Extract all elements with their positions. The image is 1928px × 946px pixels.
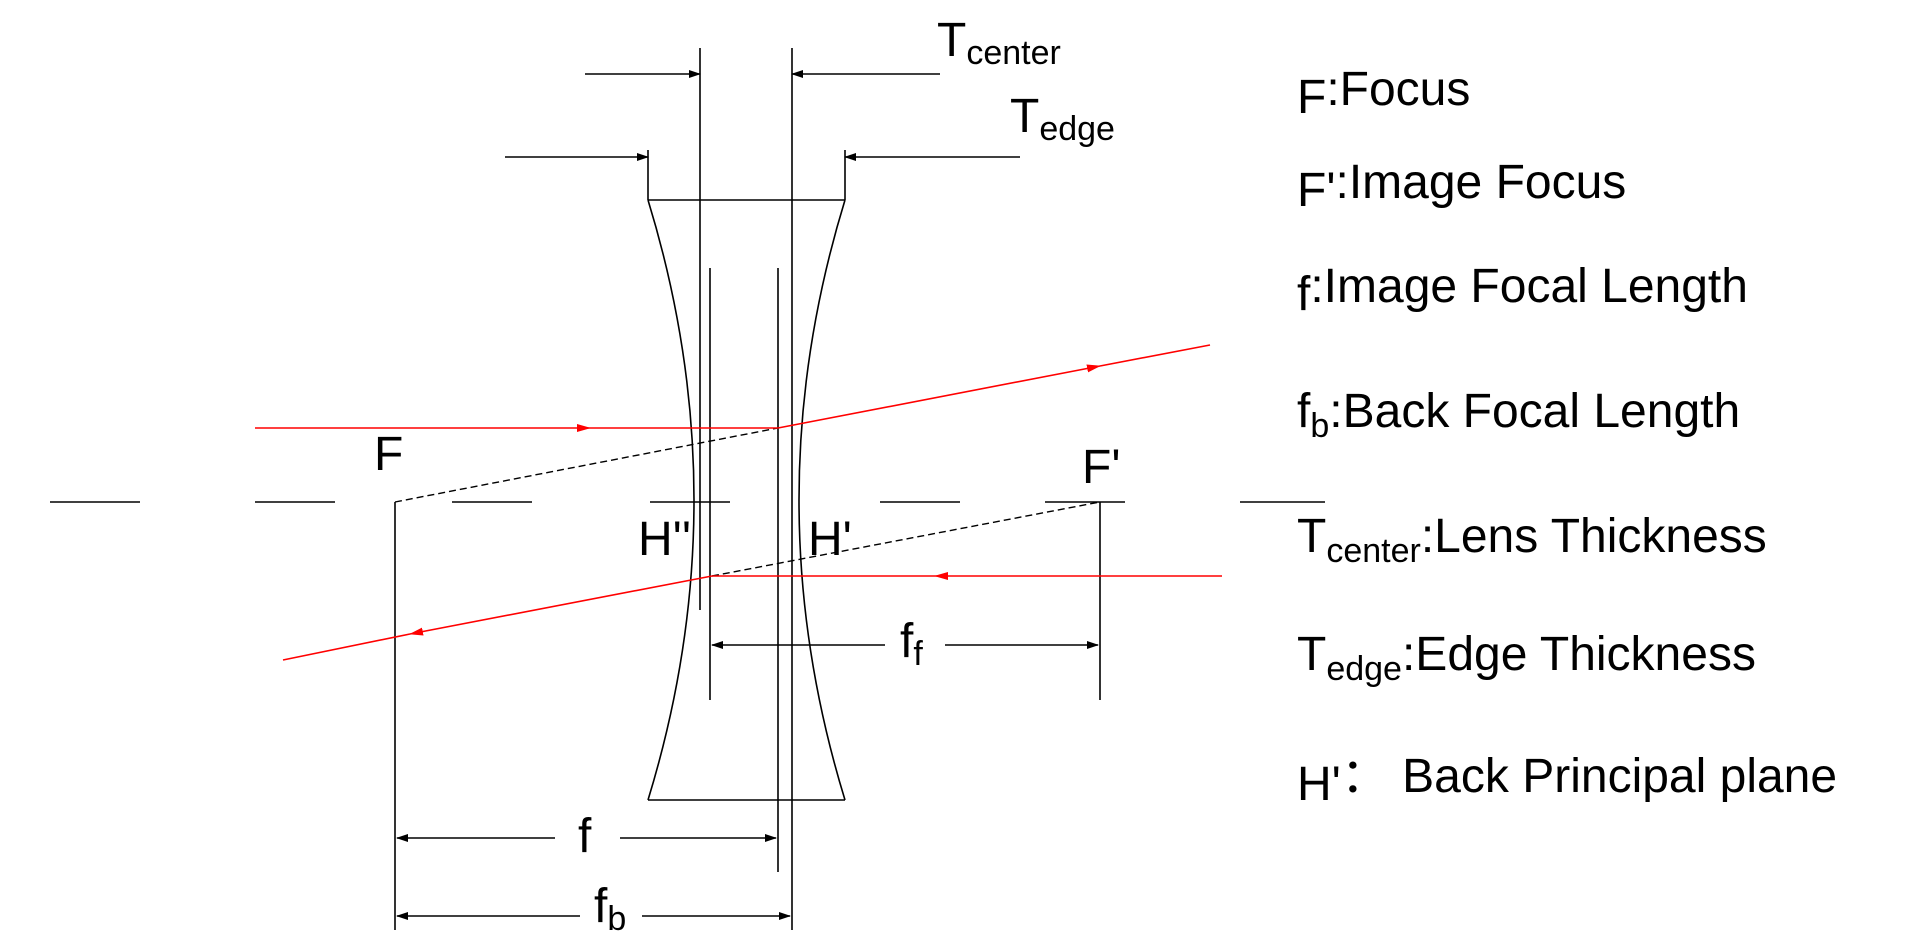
h-prime-label: H' — [808, 513, 852, 566]
legend-item-edge-thickness: Tedge:Edge Thickness — [1297, 628, 1756, 688]
legend-item-back-focal-length: fb:Back Focal Length — [1297, 385, 1740, 445]
legend-item-lens-thickness: Tcenter:Lens Thickness — [1297, 510, 1767, 570]
legend: F:Focus F':Image Focus f:Image Focal Len… — [1297, 63, 1837, 811]
outgoing-ray-top — [777, 364, 1101, 429]
t-center-label: Tcenter — [937, 14, 1061, 72]
legend-item-focus: F:Focus — [1297, 63, 1470, 124]
h-double-prime-label: H'' — [638, 513, 691, 566]
virtual-rays — [394, 427, 1101, 577]
outgoing-ray-top-end — [1099, 344, 1211, 367]
legend-item-image-focal-length: f:Image Focal Length — [1297, 260, 1748, 321]
t-edge-label: Tedge — [1010, 90, 1115, 148]
outgoing-ray-bottom — [409, 575, 713, 636]
principal-planes — [709, 268, 779, 872]
legend-item-image-focus: F':Image Focus — [1297, 156, 1626, 217]
outgoing-ray-bottom-end — [282, 633, 411, 661]
focal-dimensions — [396, 641, 1099, 920]
ff-label: ff — [900, 615, 923, 673]
lens-body — [647, 199, 846, 801]
focus-image-label: F' — [1082, 441, 1120, 494]
legend-item-back-principal-plane: H'： Back Principal plane — [1297, 750, 1837, 811]
focus-front-label: F — [374, 428, 403, 481]
f-label: f — [578, 810, 592, 863]
extension-lines — [394, 48, 1101, 930]
thickness-dimensions — [505, 70, 1020, 161]
fb-label: fb — [594, 880, 626, 938]
diagram-labels: Tcenter Tedge F F' H'' H' ff f fb — [374, 14, 1120, 938]
light-rays — [255, 344, 1222, 661]
